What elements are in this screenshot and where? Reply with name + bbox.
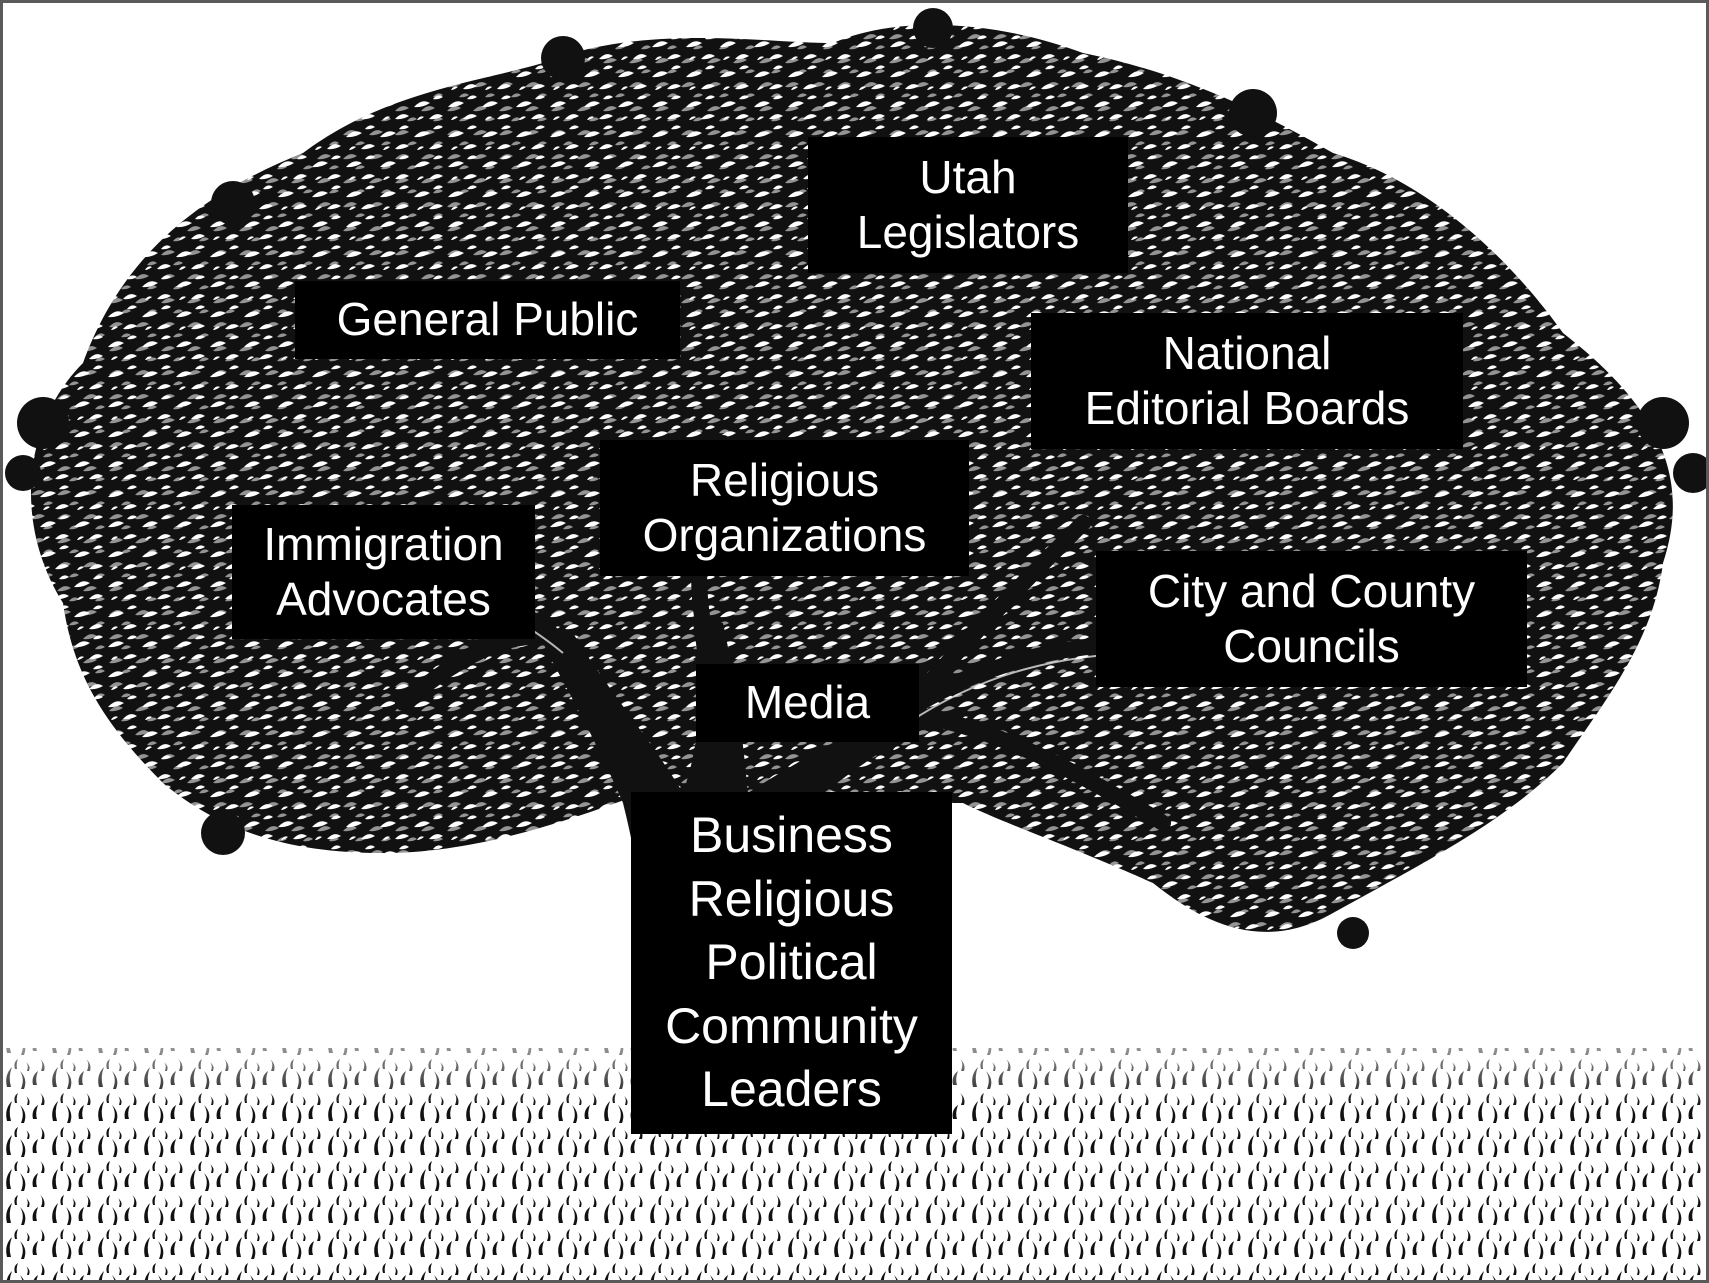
label-line: Advocates xyxy=(276,573,491,625)
label-line: Political xyxy=(705,934,878,991)
label-line: City and County xyxy=(1147,564,1476,617)
label-line: National xyxy=(1162,326,1332,379)
label-utah-legislators: Utah Legislators xyxy=(808,137,1128,273)
label-city-county-councils: City and County Councils xyxy=(1096,551,1527,687)
label-line: Leaders xyxy=(701,1061,882,1118)
label-line: Editorial Boards xyxy=(1084,382,1410,434)
label-line: Councils xyxy=(1223,620,1400,672)
label-line: Legislators xyxy=(856,206,1080,258)
label-line: Utah xyxy=(919,150,1017,203)
label-line: Organizations xyxy=(642,509,927,561)
label-religious-organizations: Religious Organizations xyxy=(600,440,969,576)
label-media: Media xyxy=(696,664,919,742)
label-immigration-advocates: Immigration Advocates xyxy=(232,505,535,639)
label-line: Media xyxy=(744,676,871,729)
label-line: Community xyxy=(665,997,918,1054)
label-general-public: General Public xyxy=(295,281,680,359)
label-line: General Public xyxy=(336,293,639,346)
label-community-leaders: Business Religious Political Community L… xyxy=(631,792,952,1134)
label-line: Religious xyxy=(688,870,895,927)
label-line: Business xyxy=(690,807,893,864)
label-line: Immigration xyxy=(263,517,504,570)
label-national-editorial-boards: National Editorial Boards xyxy=(1031,313,1463,449)
label-line: Religious xyxy=(689,453,880,506)
